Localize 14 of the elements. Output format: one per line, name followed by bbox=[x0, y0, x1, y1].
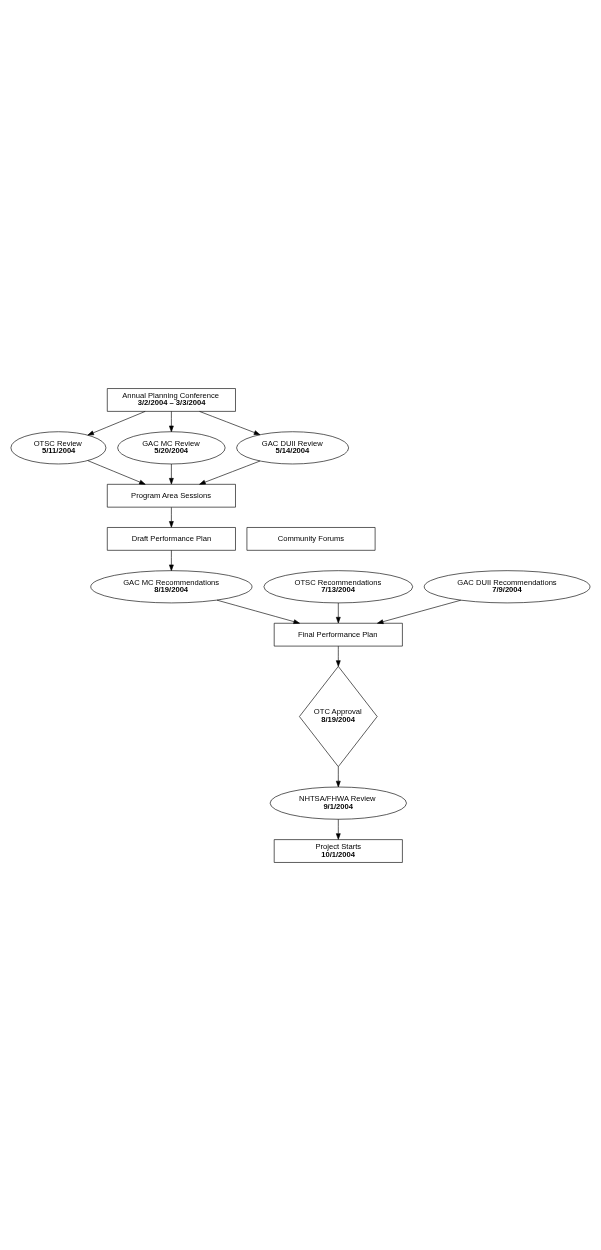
arrow bbox=[199, 460, 261, 485]
arrow bbox=[169, 549, 174, 571]
arrow bbox=[87, 410, 146, 435]
arrow bbox=[336, 645, 341, 667]
arrow bbox=[336, 602, 341, 623]
arrow bbox=[377, 599, 462, 624]
arrow bbox=[169, 506, 174, 527]
arrow bbox=[336, 818, 341, 840]
arrow bbox=[169, 410, 174, 432]
arrow bbox=[87, 459, 146, 485]
arrow bbox=[199, 410, 261, 435]
arrow bbox=[216, 599, 300, 624]
arrow bbox=[169, 463, 174, 484]
arrow bbox=[336, 766, 341, 787]
